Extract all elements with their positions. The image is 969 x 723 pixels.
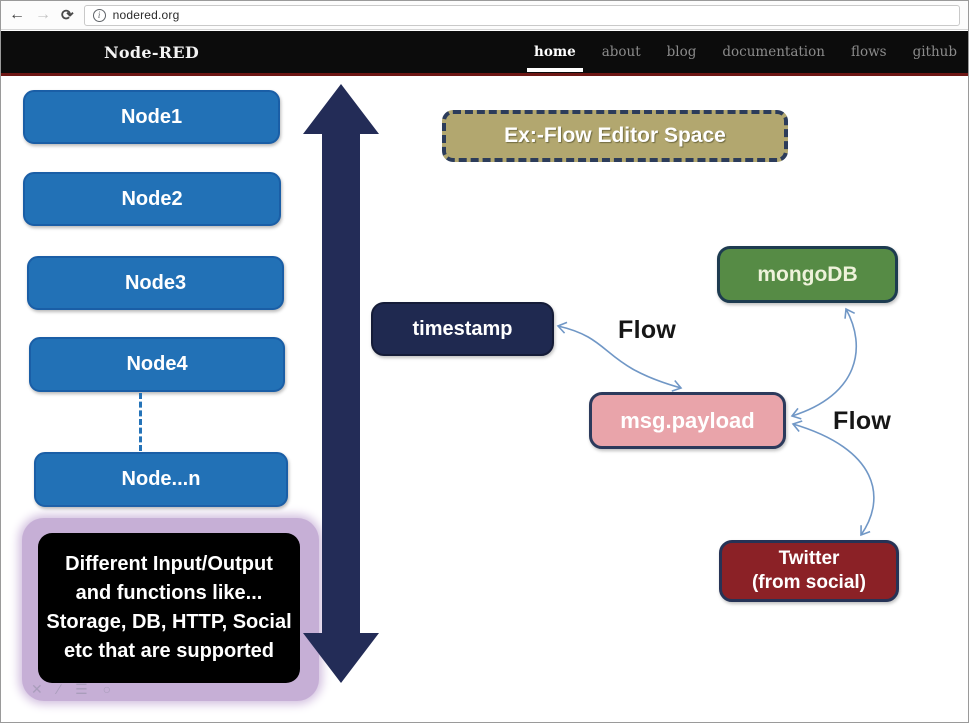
msg-payload-node: msg.payload — [589, 392, 786, 449]
browser-toolbar: ← → ⟳ i nodered.org — [1, 1, 968, 30]
node4-to-noden-dashed-connector — [139, 393, 142, 451]
crop-watermark-icon: ✕ — [31, 681, 43, 697]
caption-line: Different Input/Output — [65, 553, 273, 575]
nav-item-about[interactable]: about — [601, 44, 641, 60]
caption-line: etc that are supported — [63, 640, 275, 662]
flow-label-timestamp: Flow — [618, 316, 677, 344]
page-info-icon[interactable]: i — [92, 8, 106, 22]
site-logo[interactable]: Node-RED — [104, 42, 200, 62]
nav-item-home[interactable]: home — [527, 40, 583, 72]
timestamp-node: timestamp — [371, 302, 554, 356]
double-arrow — [303, 84, 379, 683]
caption-glow-panel: Different Input/Output and functions lik… — [22, 518, 319, 701]
mongodb-node: mongoDB — [717, 246, 898, 303]
url-text[interactable]: nodered.org — [112, 8, 180, 22]
node4-box: Node4 — [29, 337, 285, 392]
nav-item-github[interactable]: github — [912, 44, 957, 60]
site-navbar: Node-RED home about blog documentation f… — [1, 31, 968, 76]
flow-editor-space-box: Ex:-Flow Editor Space — [442, 110, 788, 162]
nav-links: home about blog documentation flows gith… — [527, 31, 957, 73]
node1-box: Node1 — [23, 90, 280, 144]
node3-box: Node3 — [27, 256, 284, 310]
address-bar[interactable]: i nodered.org — [83, 4, 960, 26]
caption-line: Storage, DB, HTTP, Social — [46, 611, 292, 633]
noden-box: Node...n — [34, 452, 288, 507]
payload-mongodb-connector — [790, 307, 858, 420]
payload-twitter-connector — [791, 420, 875, 537]
list-watermark-icon: ☰ — [75, 681, 88, 697]
forward-icon[interactable]: → — [35, 6, 51, 23]
twitter-node-line1: Twitter — [778, 548, 840, 569]
nav-item-blog[interactable]: blog — [666, 44, 697, 60]
search-watermark-icon: ○ — [102, 681, 112, 697]
twitter-node-line2: (from social) — [751, 572, 867, 593]
back-icon[interactable]: ← — [9, 6, 25, 23]
nav-item-flows[interactable]: flows — [850, 44, 887, 60]
caption-line: and functions like... — [75, 582, 263, 604]
twitter-node: Twitter (from social) — [719, 540, 899, 602]
pencil-watermark-icon: ∕ — [57, 681, 61, 697]
refresh-icon[interactable]: ⟳ — [61, 6, 74, 24]
node2-box: Node2 — [23, 172, 281, 226]
nav-item-documentation[interactable]: documentation — [722, 44, 825, 60]
caption-box: Different Input/Output and functions lik… — [38, 533, 300, 683]
double-arrow-shape — [303, 84, 379, 683]
watermark-icons: ✕ ∕ ☰ ○ — [31, 681, 111, 698]
flow-label-right: Flow — [833, 407, 892, 435]
